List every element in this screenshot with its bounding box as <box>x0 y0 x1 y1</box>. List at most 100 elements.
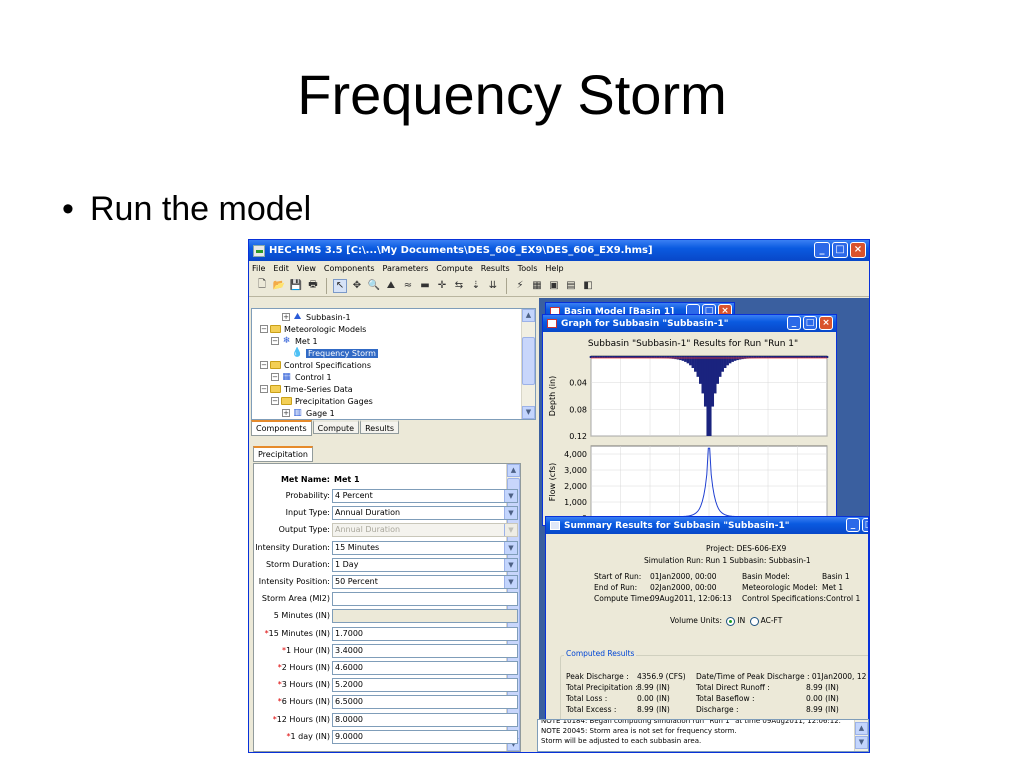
minimize-button[interactable]: _ <box>787 316 801 330</box>
maximize-button[interactable]: □ <box>803 316 817 330</box>
chevron-down-icon[interactable]: ▼ <box>504 490 517 502</box>
open-folder-icon[interactable]: 📂 <box>272 280 286 291</box>
scroll-up-icon[interactable]: ▲ <box>855 722 868 735</box>
graph-window[interactable]: Graph for Subbasin "Subbasin-1" _ □ × Su… <box>542 314 837 526</box>
tab-results[interactable]: Results <box>360 420 399 434</box>
menu-compute[interactable]: Compute <box>436 263 473 273</box>
depth-bar <box>649 356 652 359</box>
sink-tool-icon[interactable]: ⇊ <box>488 280 498 291</box>
maximize-button[interactable]: □ <box>832 242 848 258</box>
menu-file[interactable]: File <box>252 263 266 273</box>
field-input[interactable] <box>332 592 518 607</box>
summary-window-titlebar[interactable]: Summary Results for Subbasin "Subbasin-1… <box>546 517 868 534</box>
tree-item[interactable]: −▦Control 1 <box>271 371 332 383</box>
field-input[interactable]: 4.6000 <box>332 661 518 675</box>
chevron-down-icon[interactable]: ▼ <box>504 558 517 571</box>
compute-icon[interactable]: ⚡ <box>516 280 524 291</box>
time-series-icon[interactable]: ◧ <box>583 280 593 291</box>
graph-icon[interactable]: ▣ <box>549 280 559 291</box>
tree-item[interactable]: +⛰Subbasin-1 <box>282 311 351 323</box>
field-value: 4 Percent <box>335 491 373 500</box>
pan-tool-icon[interactable]: ✥ <box>352 280 362 291</box>
expand-toggle-icon[interactable]: − <box>260 361 268 369</box>
source-tool-icon[interactable]: ⇣ <box>471 280 481 291</box>
table-icon[interactable]: ▤ <box>566 280 576 291</box>
tree-item[interactable]: 💧Frequency Storm <box>282 347 378 359</box>
scroll-up-icon[interactable]: ▲ <box>522 309 535 322</box>
message-log[interactable]: ▲ ▼ NOTE 10184: Began computing simulati… <box>537 719 869 752</box>
expand-toggle-icon[interactable]: + <box>282 313 290 321</box>
tree-item[interactable]: −Meteorologic Models <box>260 323 366 335</box>
save-icon[interactable]: 💾 <box>289 280 303 291</box>
field-input[interactable]: 5.2000 <box>332 678 518 693</box>
junction-tool-icon[interactable]: ✛ <box>437 280 447 291</box>
field-select[interactable]: 1 Day▼ <box>332 557 518 572</box>
graph-window-titlebar[interactable]: Graph for Subbasin "Subbasin-1" _ □ × <box>543 315 836 332</box>
minimize-button[interactable]: _ <box>846 518 860 532</box>
chevron-down-icon[interactable]: ▼ <box>504 576 517 588</box>
depth-bar <box>686 356 690 364</box>
subbasin-tool-icon[interactable]: ⛰ <box>386 280 396 291</box>
zoom-tool-icon[interactable]: 🔍 <box>367 280 381 291</box>
field-input[interactable]: 9.0000 <box>332 729 518 744</box>
new-file-icon[interactable]: 🗋 <box>257 279 267 290</box>
expand-toggle-icon[interactable]: − <box>260 385 268 393</box>
maximize-button[interactable]: □ <box>862 518 868 532</box>
menu-components[interactable]: Components <box>323 263 375 273</box>
close-button[interactable]: × <box>850 242 866 258</box>
tab-components[interactable]: Components <box>251 420 312 436</box>
scroll-down-icon[interactable]: ▼ <box>855 736 868 749</box>
chevron-down-icon[interactable]: ▼ <box>504 541 517 554</box>
menu-parameters[interactable]: Parameters <box>382 263 429 273</box>
component-tree[interactable]: ▲ ▼ +⛰Subbasin-1−Meteorologic Models−❄Me… <box>251 308 536 420</box>
radio-acft[interactable] <box>749 616 759 626</box>
field-select[interactable]: 4 Percent ▼ <box>332 489 518 503</box>
menu-edit[interactable]: Edit <box>273 263 289 273</box>
compute-time-label: Compute Time: <box>594 594 652 603</box>
menu-tools[interactable]: Tools <box>517 263 538 273</box>
menu-help[interactable]: Help <box>545 263 564 273</box>
expand-toggle-icon[interactable]: + <box>282 409 290 417</box>
global-summary-icon[interactable]: ▦ <box>532 280 542 291</box>
tree-item[interactable]: −Precipitation Gages <box>271 395 373 407</box>
expand-toggle-icon[interactable]: − <box>271 397 279 405</box>
field-input[interactable]: 6.5000 <box>332 695 518 710</box>
scroll-down-icon[interactable]: ▼ <box>522 406 535 419</box>
diversion-tool-icon[interactable]: ⇆ <box>454 280 464 291</box>
field-input[interactable]: 3.4000 <box>332 643 518 658</box>
reservoir-tool-icon[interactable]: ▬ <box>420 280 430 291</box>
expand-toggle-icon[interactable]: − <box>260 325 268 333</box>
tree-item[interactable]: −Time-Series Data <box>260 383 353 395</box>
field-select[interactable]: Annual Duration▼ <box>332 506 518 521</box>
tree-item[interactable]: −Control Specifications <box>260 359 371 371</box>
chevron-down-icon[interactable]: ▼ <box>504 507 517 520</box>
log-scrollbar[interactable]: ▲ ▼ <box>854 720 868 751</box>
field-input[interactable]: 8.0000 <box>332 712 518 727</box>
minimize-button[interactable]: _ <box>814 242 830 258</box>
field-input[interactable]: 1.7000 <box>332 626 518 641</box>
tree-item[interactable]: +▥Gage 1 <box>282 407 335 419</box>
radio-in[interactable] <box>726 616 736 626</box>
window-titlebar[interactable]: HEC-HMS 3.5 [C:\...\My Documents\DES_606… <box>249 240 869 261</box>
summary-results-window[interactable]: Summary Results for Subbasin "Subbasin-1… <box>545 516 869 752</box>
scroll-up-icon[interactable]: ▲ <box>507 464 520 477</box>
tree-scrollbar[interactable]: ▲ ▼ <box>521 309 535 419</box>
tree-item[interactable]: −❄Met 1 <box>271 335 318 347</box>
tab-compute[interactable]: Compute <box>312 420 360 434</box>
tab-precipitation[interactable]: Precipitation <box>253 446 314 462</box>
field-label-text: 1 Hour (IN) <box>285 645 330 655</box>
menu-view[interactable]: View <box>296 263 316 273</box>
total-excess-label: Total Excess : <box>566 705 617 714</box>
reach-tool-icon[interactable]: ≈ <box>403 280 413 291</box>
expand-toggle-icon[interactable]: − <box>271 337 279 345</box>
print-icon[interactable]: 🖶 <box>308 279 318 290</box>
hec-hms-window[interactable]: HEC-HMS 3.5 [C:\...\My Documents\DES_606… <box>248 239 870 753</box>
discharge-label: Discharge : <box>696 705 739 714</box>
field-select[interactable]: 15 Minutes▼ <box>332 540 518 555</box>
menu-results[interactable]: Results <box>480 263 510 273</box>
field-select[interactable]: 50 Percent▼ <box>332 575 518 589</box>
scroll-thumb[interactable] <box>522 337 535 385</box>
arrow-tool-icon[interactable]: ↖ <box>333 278 347 293</box>
expand-toggle-icon[interactable]: − <box>271 373 279 381</box>
close-button[interactable]: × <box>819 316 833 330</box>
